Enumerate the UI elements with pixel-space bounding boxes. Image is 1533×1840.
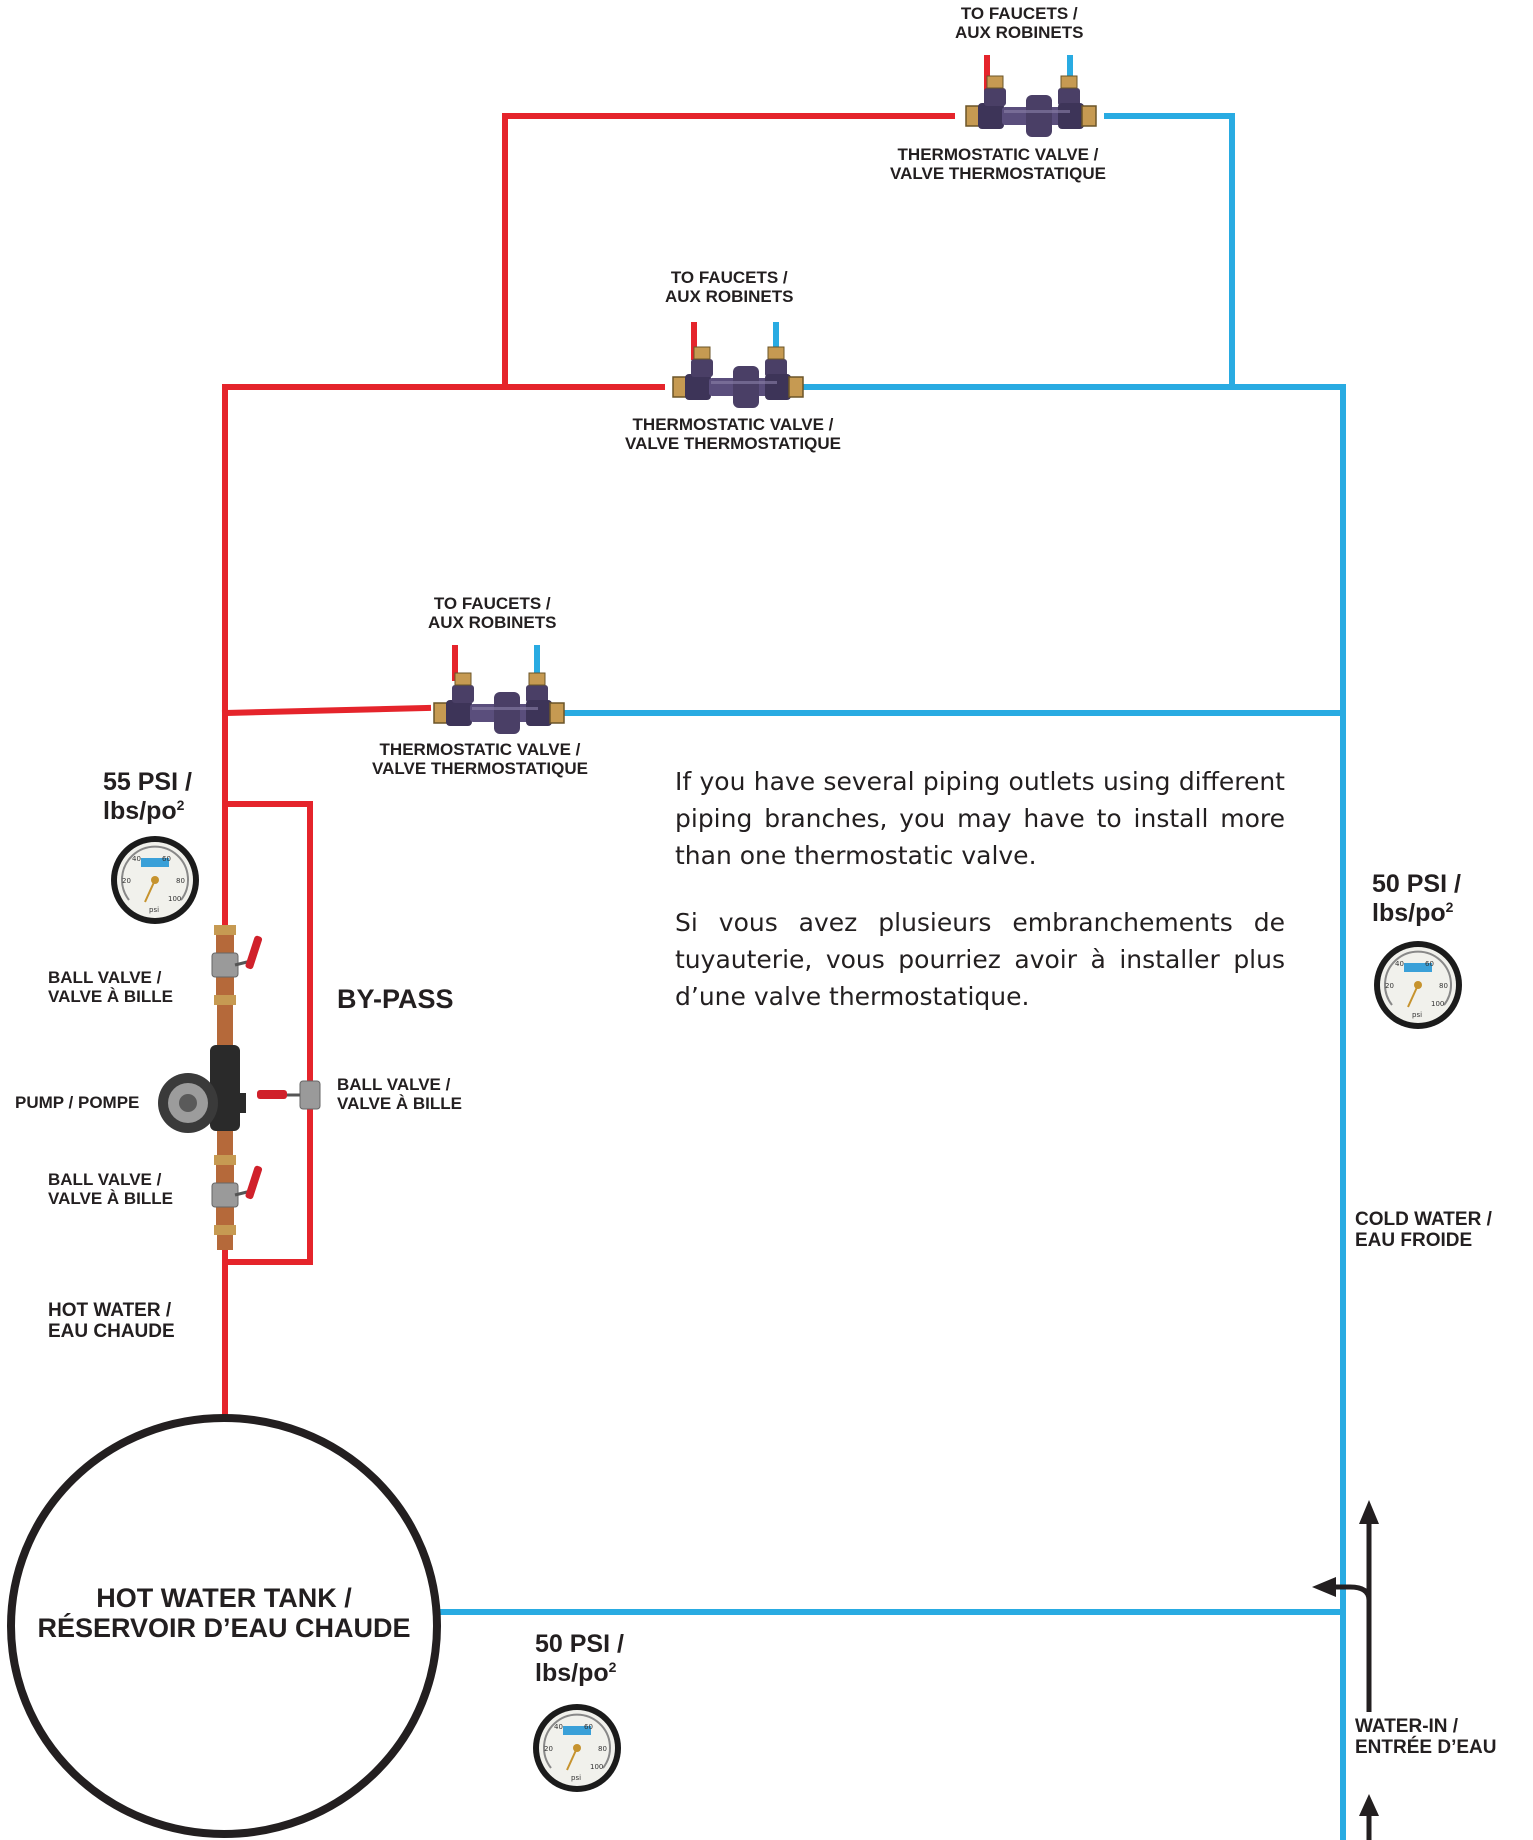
svg-text:psi: psi — [1412, 1011, 1422, 1019]
svg-text:psi: psi — [571, 1774, 581, 1782]
faucet-label-middle: TO FAUCETS / AUX ROBINETS — [665, 268, 794, 307]
hot-water-label: HOT WATER / EAU CHAUDE — [48, 1300, 175, 1343]
svg-text:60: 60 — [1425, 960, 1434, 968]
pressure-label-tank: 50 PSI / lbs/po2 — [535, 1630, 624, 1687]
svg-text:20: 20 — [544, 1745, 553, 1753]
pressure-gauge-cold: 40 60 20 80 100 psi — [1373, 940, 1463, 1030]
svg-text:100: 100 — [168, 895, 181, 903]
water-in-label: WATER-IN / ENTRÉE D’EAU — [1355, 1716, 1497, 1759]
ball-valve-upper-icon — [210, 923, 265, 1007]
pressure-label-cold: 50 PSI / lbs/po2 — [1372, 870, 1461, 927]
hot-water-lines — [221, 55, 990, 1433]
svg-text:80: 80 — [1439, 982, 1448, 990]
ball-valve-label-bypass: BALL VALVE / VALVE À BILLE — [337, 1075, 462, 1114]
svg-text:20: 20 — [122, 877, 131, 885]
thermo-valve-label-lower: THERMOSTATIC VALVE / VALVE THERMOSTATIQU… — [372, 740, 588, 779]
bypass-label: BY-PASS — [337, 984, 454, 1014]
arrowhead-up-bottom-icon — [1359, 1794, 1379, 1816]
thermostatic-valve-lower — [433, 672, 565, 735]
flow-arrows — [1330, 1520, 1372, 1840]
tank-label: HOT WATER TANK / RÉSERVOIR D’EAU CHAUDE — [37, 1583, 411, 1644]
pump-label: PUMP / POMPE — [15, 1093, 140, 1112]
svg-text:100: 100 — [590, 1763, 603, 1771]
pump-icon — [158, 1073, 246, 1133]
faucet-label-lower: TO FAUCETS / AUX ROBINETS — [428, 594, 557, 633]
svg-text:60: 60 — [162, 855, 171, 863]
pressure-label-hot: 55 PSI / lbs/po2 — [103, 768, 192, 825]
ball-valve-label-upper: BALL VALVE / VALVE À BILLE — [48, 968, 173, 1007]
explanation-text: If you have several piping outlets using… — [675, 763, 1285, 1045]
svg-text:80: 80 — [598, 1745, 607, 1753]
svg-text:60: 60 — [584, 1723, 593, 1731]
hot-lower-branch — [221, 704, 432, 717]
faucet-label-top: TO FAUCETS / AUX ROBINETS — [955, 4, 1084, 43]
svg-text:psi: psi — [149, 906, 159, 914]
arrowhead-up-icon — [1359, 1500, 1379, 1524]
cold-water-label: COLD WATER / EAU FROIDE — [1355, 1209, 1492, 1252]
hot-bypass-loop — [222, 801, 313, 1265]
explanation-french: Si vous avez plusieurs embranchements de… — [675, 908, 1285, 1011]
pump-assembly — [158, 923, 265, 1250]
pressure-gauge-tank: 40 60 20 80 100 psi — [532, 1703, 622, 1793]
thermo-valve-label-top: THERMOSTATIC VALVE / VALVE THERMOSTATIQU… — [890, 145, 1106, 184]
pressure-gauge-hot: 40 60 20 80 100 psi — [110, 835, 200, 925]
bypass-ball-valve-icon — [257, 1080, 321, 1110]
hot-water-tank — [7, 1414, 441, 1838]
cold-main-riser — [794, 384, 1346, 1840]
arrowhead-left-icon — [1312, 1577, 1336, 1597]
explanation-english: If you have several piping outlets using… — [675, 767, 1285, 870]
svg-text:40: 40 — [554, 1723, 563, 1731]
arrow-up-branch-icon — [1330, 1584, 1372, 1712]
svg-text:40: 40 — [1395, 960, 1404, 968]
svg-text:80: 80 — [176, 877, 185, 885]
thermo-valve-label-middle: THERMOSTATIC VALVE / VALVE THERMOSTATIQU… — [625, 415, 841, 454]
ball-valve-label-lower: BALL VALVE / VALVE À BILLE — [48, 1170, 173, 1209]
cold-upper-loop — [1104, 113, 1235, 390]
svg-text:40: 40 — [132, 855, 141, 863]
svg-text:100: 100 — [1431, 1000, 1444, 1008]
hot-main-riser — [222, 384, 665, 1433]
svg-text:20: 20 — [1385, 982, 1394, 990]
hot-upper-riser — [502, 113, 955, 390]
ball-valve-lower-icon — [210, 1153, 265, 1237]
